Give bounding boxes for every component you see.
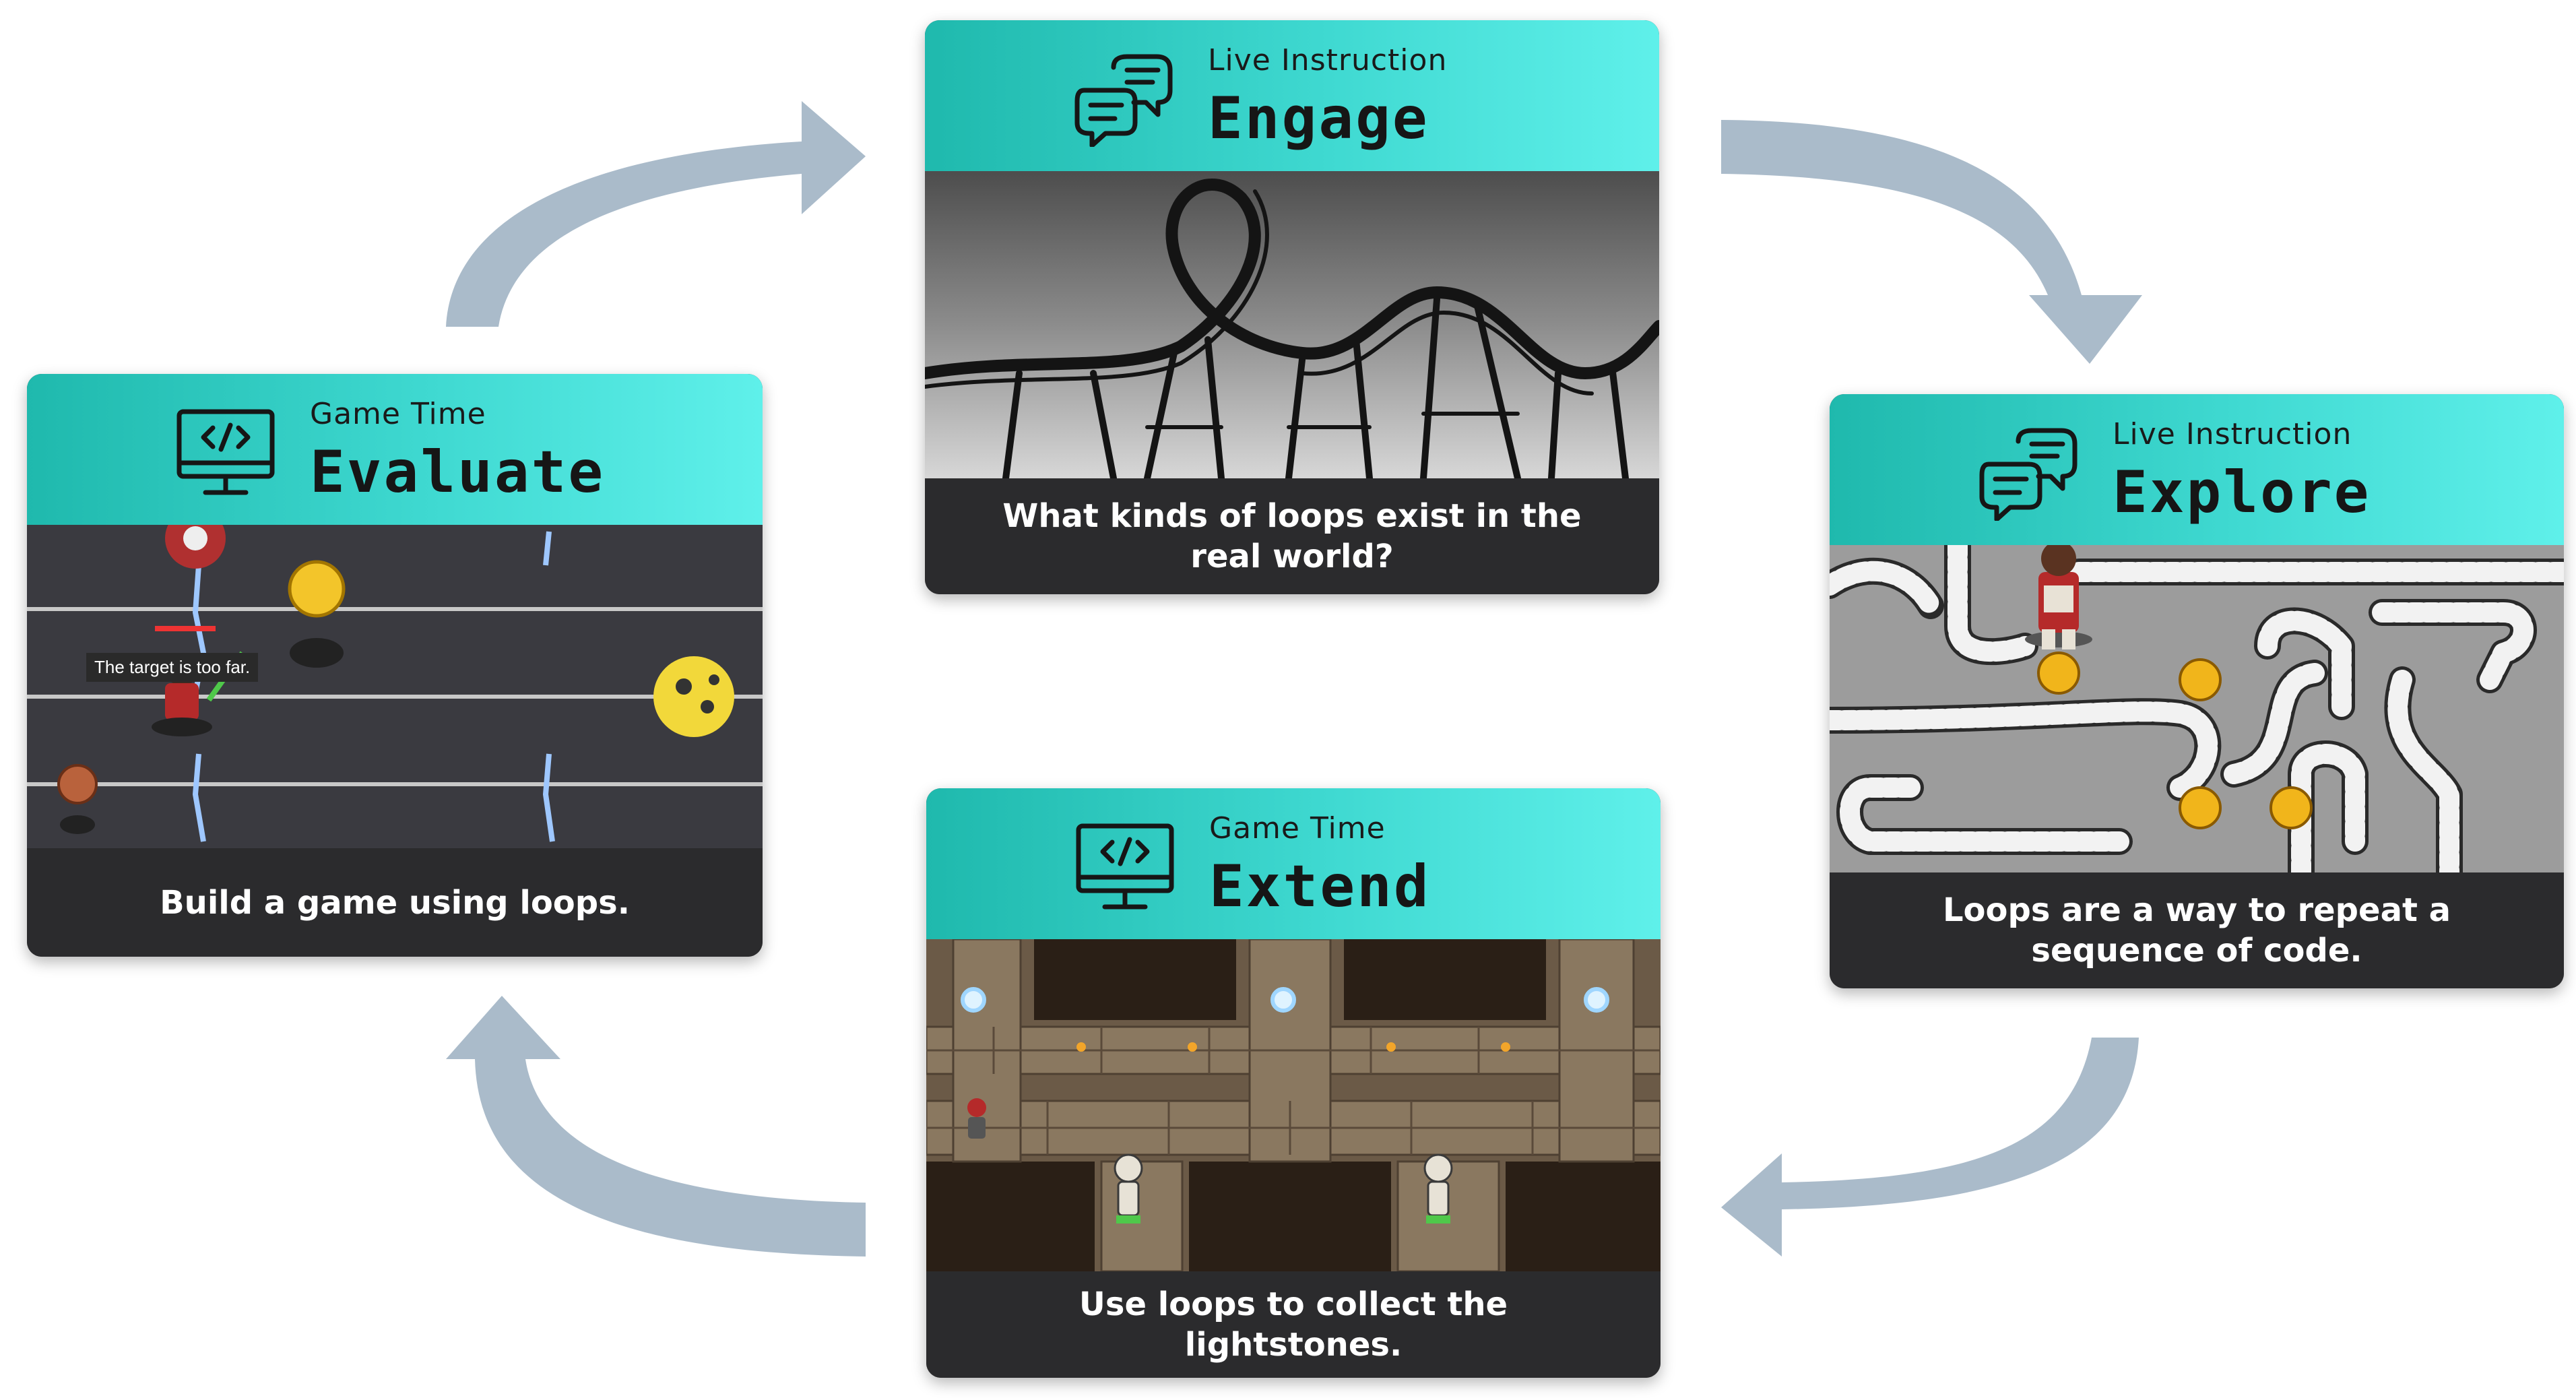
card-header: Live Instruction Engage [925, 20, 1659, 171]
game-lanes-image: The target is too far. [27, 525, 763, 848]
card-title: Extend [1209, 853, 1431, 920]
arrow-extend-to-evaluate [446, 996, 866, 1257]
card-explore[interactable]: Live Instruction Explore [1830, 394, 2564, 988]
card-title: Explore [2113, 459, 2371, 526]
game-tooltip: The target is too far. [86, 653, 259, 682]
arrow-explore-to-extend [1721, 1038, 2139, 1257]
computer-code-icon [176, 409, 275, 495]
card-caption: Use loops to collect the lightstones. [926, 1271, 1661, 1378]
chat-bubbles-icon [1074, 54, 1173, 147]
card-subtitle: Live Instruction [2113, 417, 2352, 451]
card-extend[interactable]: Game Time Extend [926, 788, 1661, 1378]
card-header: Game Time Evaluate [27, 374, 763, 525]
card-caption: Loops are a way to repeat a sequence of … [1830, 872, 2564, 988]
rope-maze-image [1830, 545, 2564, 872]
card-header: Game Time Extend [926, 788, 1661, 939]
rollercoaster-image [925, 171, 1659, 478]
card-engage[interactable]: Live Instruction Engage [925, 20, 1659, 594]
card-header: Live Instruction Explore [1830, 394, 2564, 545]
card-caption: Build a game using loops. [27, 848, 763, 957]
card-subtitle: Live Instruction [1208, 43, 1448, 77]
arrow-engage-to-explore [1721, 120, 2142, 364]
dungeon-image [926, 939, 1661, 1271]
card-caption: What kinds of loops exist in the real wo… [925, 478, 1659, 594]
card-subtitle: Game Time [1209, 811, 1386, 846]
computer-code-icon [1076, 823, 1174, 910]
chat-bubbles-icon [1979, 428, 2078, 521]
arrow-evaluate-to-engage [446, 101, 866, 327]
card-subtitle: Game Time [310, 397, 486, 431]
card-title: Engage [1208, 85, 1429, 152]
card-title: Evaluate [310, 439, 606, 506]
card-evaluate[interactable]: Game Time Evaluate [27, 374, 763, 957]
